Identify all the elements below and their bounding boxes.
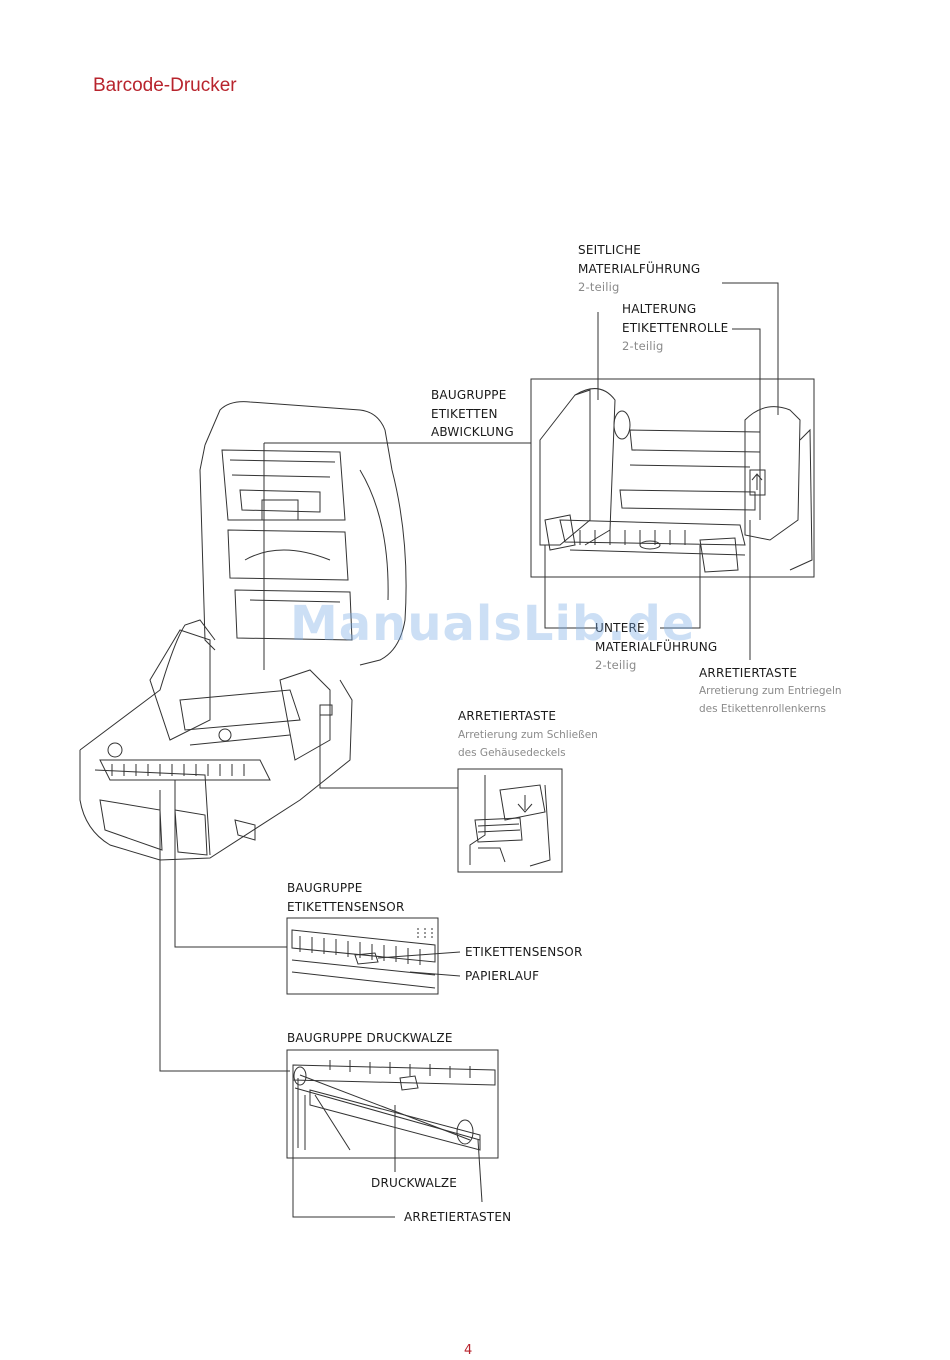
leader-lines	[159, 282, 779, 1218]
label-unwind-assembly: BAUGRUPPE ETIKETTEN ABWICKLUNG	[431, 388, 514, 439]
label-lock-button-right: ARRETIERTASTE	[699, 666, 798, 680]
inset-sensor-assembly	[286, 917, 439, 995]
note-lock-button-mid: Arretierung zum Schließen des Gehäusedec…	[458, 729, 598, 759]
watermark: ManualsLib.de	[290, 596, 696, 652]
label-roll-holder: HALTERUNG ETIKETTENROLLE 2-teilig	[622, 302, 729, 353]
inset-lock-button-cover	[457, 768, 563, 873]
label-platen-assembly: BAUGRUPPE DRUCKWALZE	[287, 1031, 453, 1045]
page-title: Barcode-Drucker	[93, 75, 237, 96]
inset-lock-button-art	[469, 775, 551, 867]
inset-platen-assembly	[286, 1049, 499, 1159]
note-lock-button-right: Arretierung zum Entriegeln des Etiketten…	[699, 685, 842, 715]
printer-illustration	[79, 401, 407, 861]
label-sensor-assembly: BAUGRUPPE ETIKETTENSENSOR	[287, 881, 405, 914]
page-number: 4	[464, 1343, 473, 1358]
label-side-guide: SEITLICHE MATERIALFÜHRUNG 2-teilig	[578, 243, 701, 294]
label-platen-roller: DRUCKWALZE	[371, 1176, 458, 1190]
label-lock-buttons: ARRETIERTASTEN	[404, 1210, 512, 1224]
inset-unwind-assembly	[530, 378, 815, 578]
label-lock-button-mid: ARRETIERTASTE	[458, 709, 557, 723]
inset-unwind-art	[539, 388, 813, 573]
label-label-sensor: ETIKETTENSENSOR	[465, 945, 583, 959]
label-paper-path: PAPIERLAUF	[465, 969, 540, 983]
label-lower-guide: UNTERE MATERIALFÜHRUNG 2-teilig	[595, 621, 718, 672]
